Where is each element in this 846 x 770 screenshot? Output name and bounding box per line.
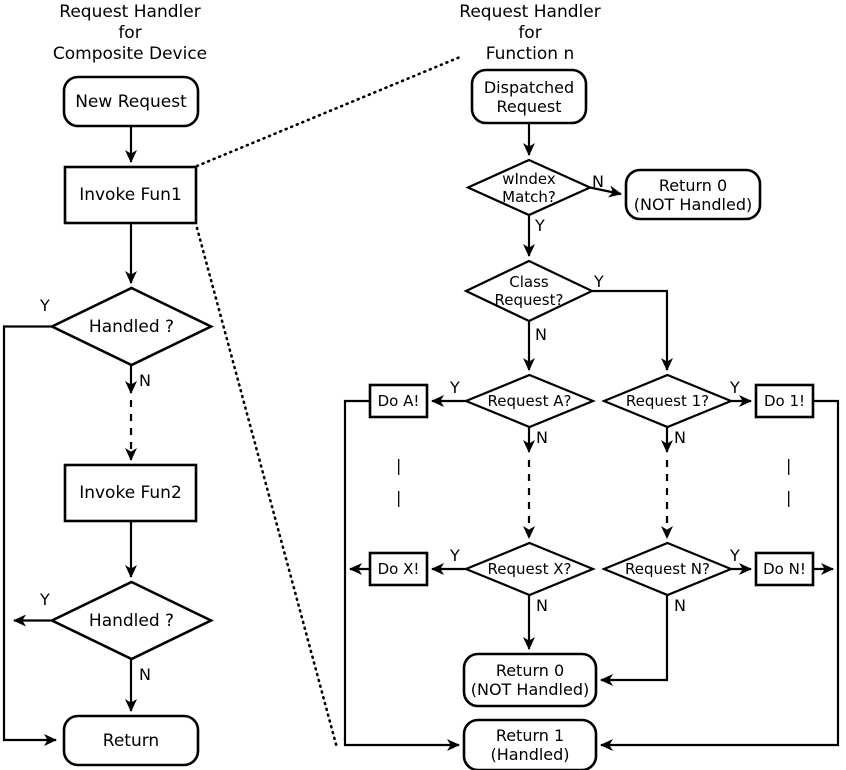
node-dispatched-request xyxy=(470,68,588,125)
node-do-x xyxy=(368,551,429,587)
edge-handled1-yes xyxy=(2,325,52,621)
node-handled-2 xyxy=(49,580,214,661)
node-class-request xyxy=(463,259,595,323)
edge-label-request-x-yes: Y xyxy=(450,546,460,565)
edge-label-class-yes: Y xyxy=(594,272,604,291)
node-return xyxy=(62,714,200,767)
rail-do-a-left xyxy=(343,399,460,751)
node-request-1 xyxy=(601,373,734,429)
edge-label-handled1-yes: Y xyxy=(40,296,50,315)
node-invoke-fun2 xyxy=(63,463,198,523)
node-do-n xyxy=(754,551,815,587)
edge-label-request-n-no: N xyxy=(674,596,686,615)
rail-do-1-right xyxy=(600,399,840,751)
edge-label-handled1-no: N xyxy=(139,371,151,390)
edge-label-request-a-yes: Y xyxy=(450,378,460,397)
edge-request-n-no xyxy=(600,595,669,686)
edge-windex-no xyxy=(589,185,622,198)
edge-label-request-n-yes: Y xyxy=(730,546,740,565)
node-new-request xyxy=(62,75,200,128)
node-request-n xyxy=(601,541,734,597)
right-column-title: Request Handler for Function n xyxy=(459,2,601,64)
node-do-a xyxy=(368,383,429,419)
edge-left-rail-to-return xyxy=(2,620,57,746)
callout-line-top xyxy=(195,55,462,168)
node-windex-match xyxy=(465,158,593,217)
node-return0-top xyxy=(624,168,762,221)
edge-label-request-a-no: N xyxy=(536,428,548,447)
node-invoke-fun1 xyxy=(63,165,198,225)
ellipsis-mark-right-upper: | xyxy=(786,456,792,475)
edge-label-windex-no: N xyxy=(592,172,604,191)
edge-label-request-1-no: N xyxy=(674,428,686,447)
node-handled-1 xyxy=(49,286,214,367)
edge-label-handled2-no: N xyxy=(139,665,151,684)
node-do-1 xyxy=(754,383,815,419)
edge-label-request-x-no: N xyxy=(536,596,548,615)
node-request-a xyxy=(463,373,596,429)
node-return0-bottom xyxy=(462,652,598,708)
ellipsis-mark-right-lower: | xyxy=(786,488,792,507)
edge-label-handled2-yes: Y xyxy=(40,590,50,609)
edge-label-request-1-yes: Y xyxy=(730,378,740,397)
edge-class-yes xyxy=(592,289,673,371)
left-column-title: Request Handler for Composite Device xyxy=(52,2,208,64)
edge-label-windex-yes: Y xyxy=(535,216,545,235)
node-return1 xyxy=(462,718,598,770)
callout-line-bottom xyxy=(195,226,339,750)
node-request-x xyxy=(463,541,596,597)
edge-label-class-no: N xyxy=(535,325,547,344)
ellipsis-mark-left-lower: | xyxy=(396,488,402,507)
ellipsis-mark-left-upper: | xyxy=(396,456,402,475)
